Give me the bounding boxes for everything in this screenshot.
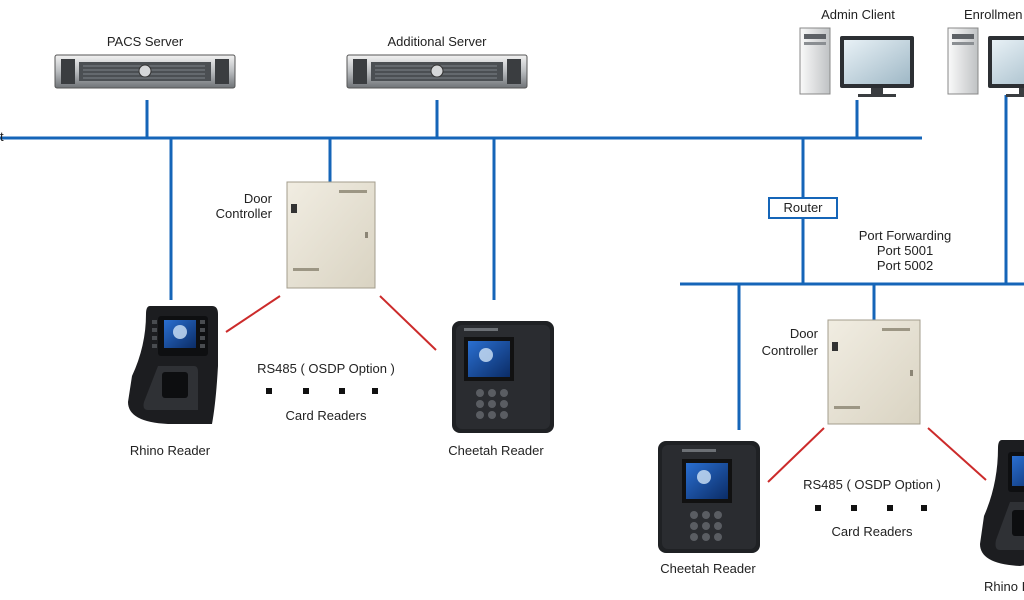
cheetah-reader-right-label: Cheetah Reader: [660, 561, 756, 576]
card-reader-dots-right: [815, 505, 927, 511]
door-controller-right-icon: [827, 319, 921, 425]
rs485-line: [927, 427, 987, 481]
additional-server-label: Additional Server: [387, 34, 487, 49]
pacs-server-icon: [54, 54, 236, 89]
enrollment-client-label: Enrollmen: [964, 7, 1023, 22]
admin-client-label: Admin Client: [821, 7, 895, 22]
card-reader-dots-left: [266, 388, 378, 394]
admin-client-icon: [799, 27, 914, 97]
cheetah-reader-right-icon: [658, 441, 760, 553]
card-readers-label-right: Card Readers: [831, 524, 913, 539]
card-readers-label-left: Card Readers: [285, 408, 367, 423]
enrollment-client-icon: [947, 27, 1024, 97]
additional-server-icon: [346, 54, 528, 89]
door-controller-right-label: Controller: [761, 343, 818, 358]
door-controller-right-label: Door: [789, 326, 818, 341]
router: Router: [768, 197, 838, 219]
door-controller-left-label: Door: [243, 191, 272, 206]
cheetah-reader-left-label: Cheetah Reader: [448, 443, 544, 458]
port-forwarding-port: Port 5002: [876, 258, 934, 273]
door-controller-left-label: Controller: [215, 206, 272, 221]
lan-label: t: [0, 129, 4, 144]
rs485-label-right: RS485 ( OSDP Option ): [803, 477, 941, 492]
rhino-reader-left-icon: [128, 306, 218, 424]
rhino-reader-left-label: Rhino Reader: [129, 443, 211, 458]
rhino-reader-right-label: Rhino I: [984, 579, 1024, 594]
rs485-label-left: RS485 ( OSDP Option ): [257, 361, 395, 376]
port-forwarding-port: Port 5001: [876, 243, 934, 258]
door-controller-left-icon: [286, 181, 376, 289]
pacs-server-label: PACS Server: [106, 34, 184, 49]
cheetah-reader-left-icon: [452, 321, 554, 433]
rs485-line: [225, 295, 281, 333]
rhino-reader-right-icon: [980, 440, 1024, 566]
port-forwarding-title: Port Forwarding: [858, 228, 952, 243]
rs485-line: [767, 427, 825, 483]
rs485-line: [379, 295, 437, 351]
